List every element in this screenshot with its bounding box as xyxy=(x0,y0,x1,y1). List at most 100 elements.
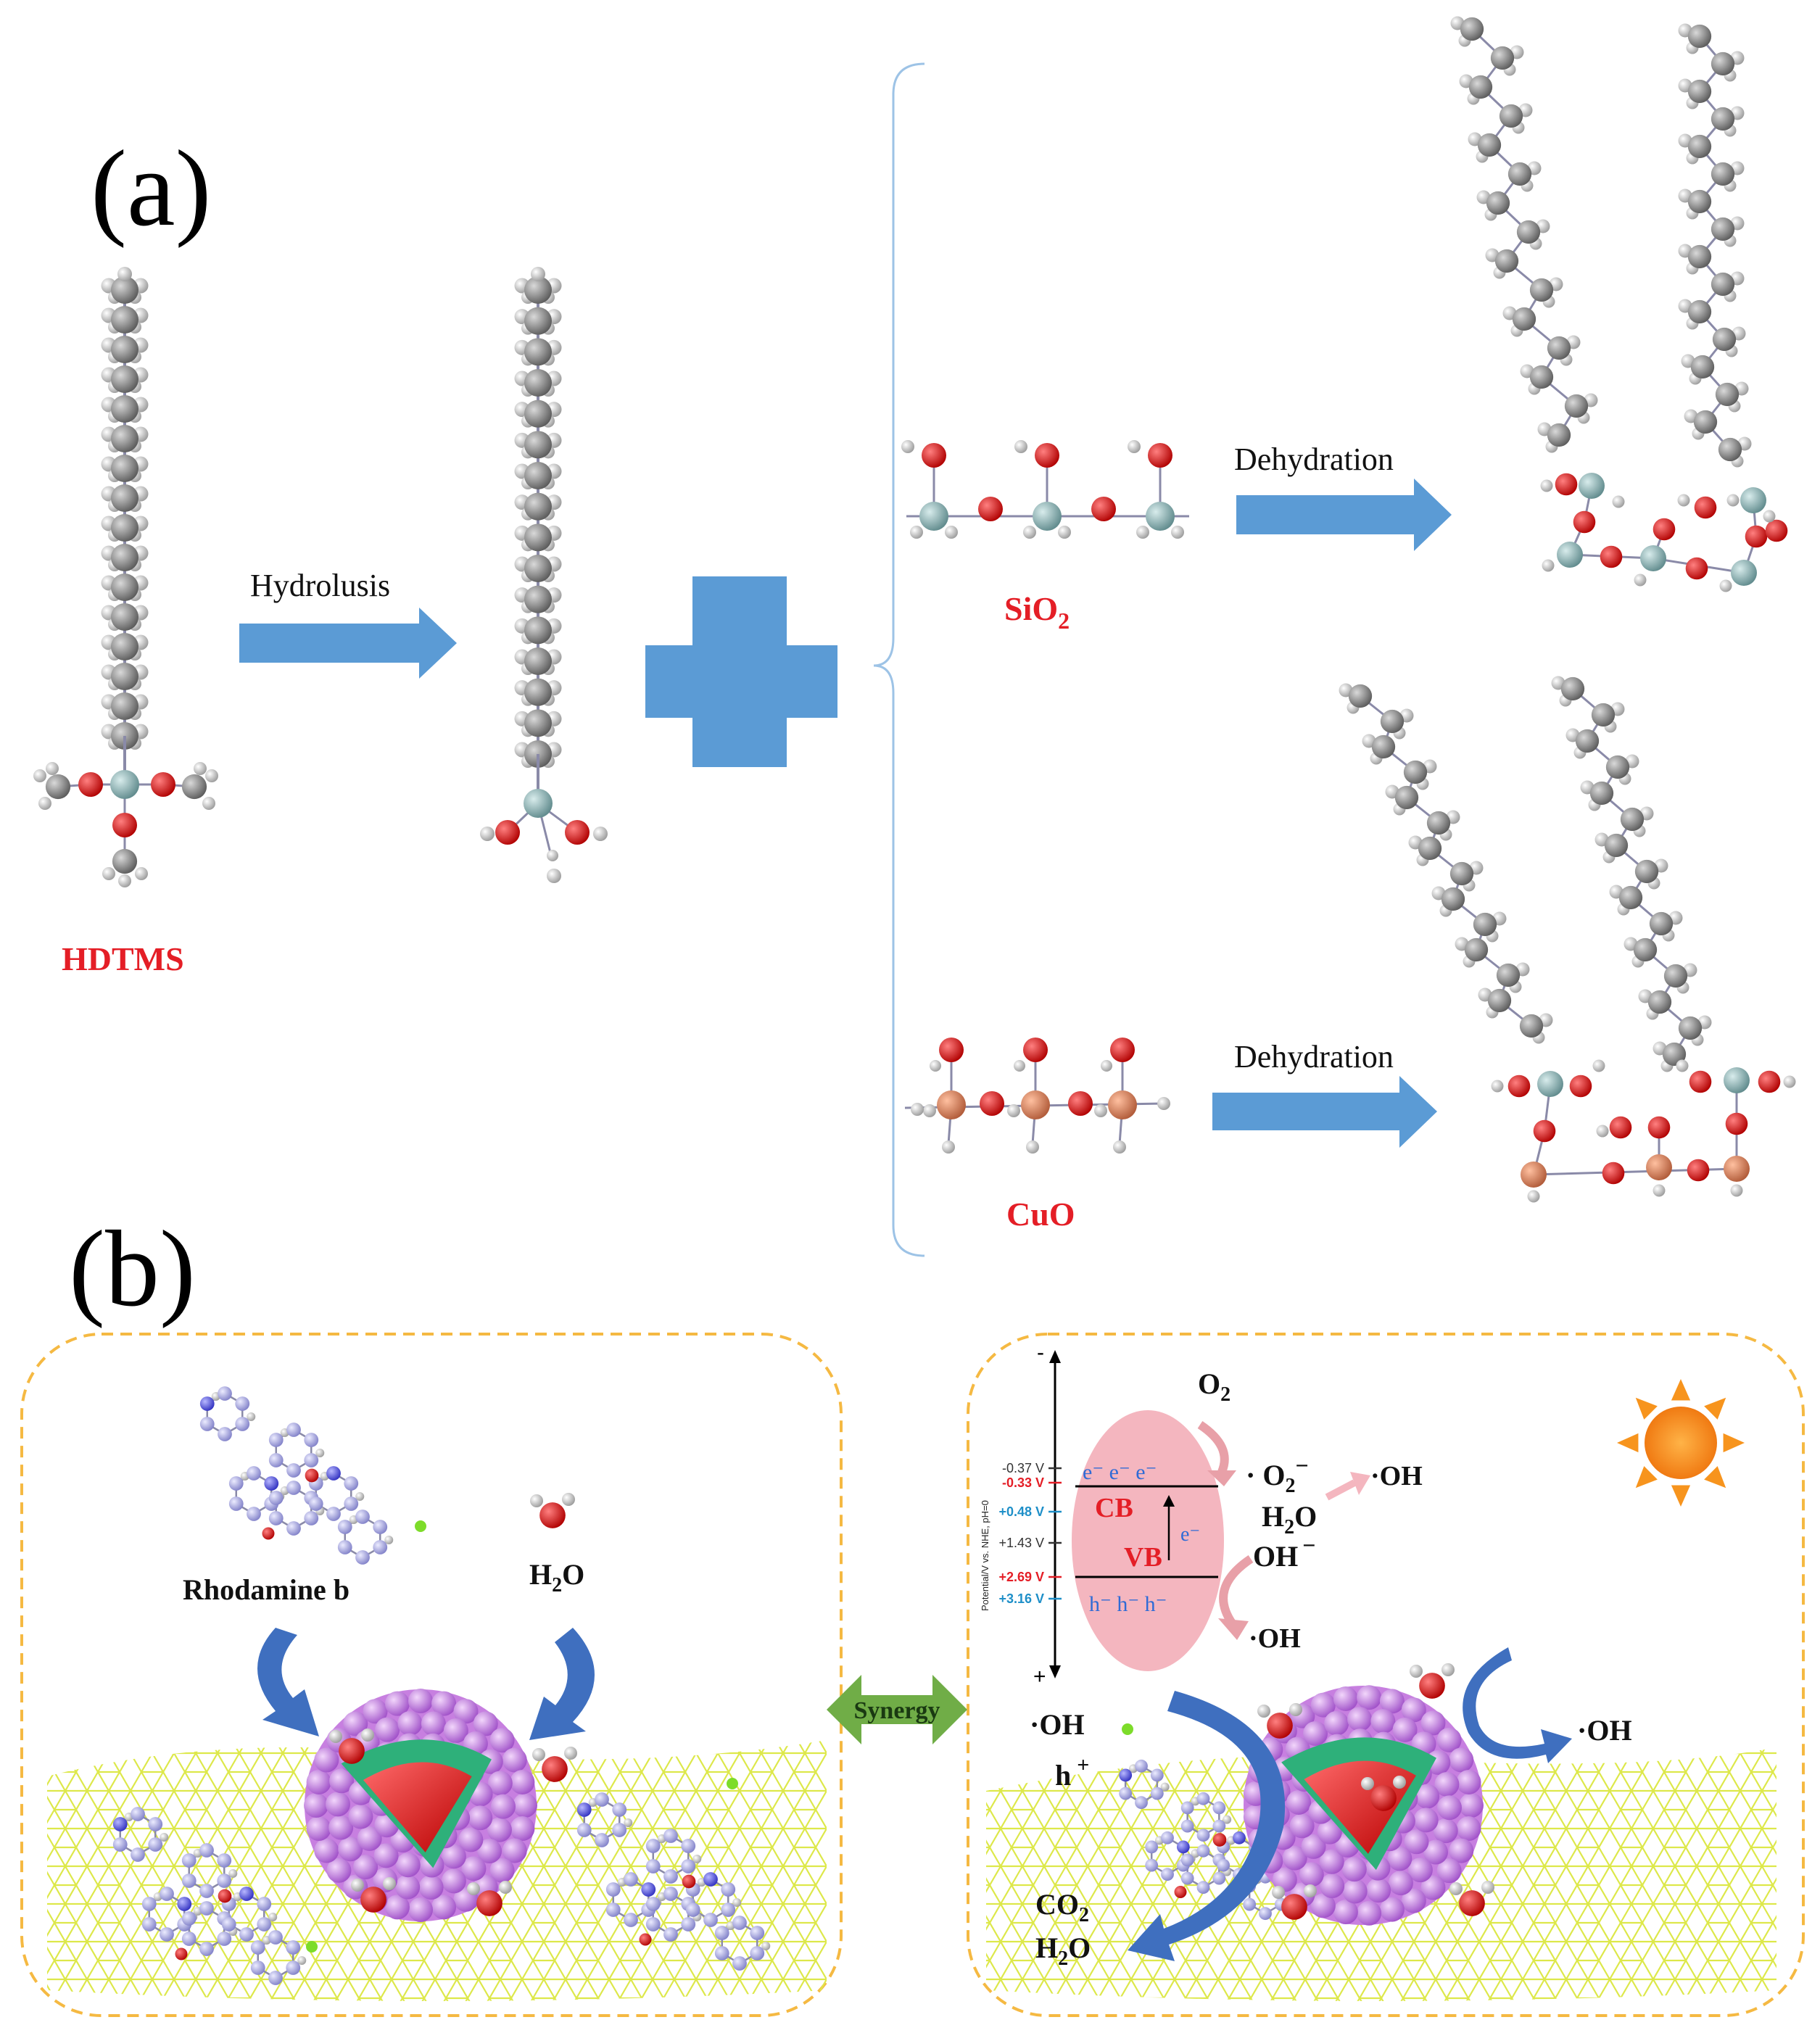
carbon-atom xyxy=(1663,964,1688,988)
carbon-atom xyxy=(111,633,138,661)
sphere-unit xyxy=(487,1771,513,1796)
carbon-atom xyxy=(1647,990,1672,1014)
carbon-atom xyxy=(645,1859,661,1873)
ion-dot xyxy=(727,1778,738,1789)
hydrogen-atom xyxy=(923,1104,936,1117)
carbon-atom xyxy=(199,1843,214,1858)
carbon-atom xyxy=(524,709,552,737)
sphere-unit xyxy=(441,1844,466,1869)
carbon-atom xyxy=(1516,220,1541,244)
hydrolysis-arrow xyxy=(239,608,457,679)
sphere-unit xyxy=(395,1852,421,1878)
hydrogen-atom xyxy=(1171,526,1184,539)
sun-ray xyxy=(1617,1433,1639,1453)
dehydration-label-bottom: Dehydration xyxy=(1234,1039,1394,1075)
hydrogen-atom xyxy=(1289,1703,1302,1716)
carbon-atom xyxy=(663,1927,678,1942)
carbon-atom xyxy=(304,1453,319,1467)
axis-minus-label: - xyxy=(1037,1341,1044,1365)
carbon-atom xyxy=(1449,861,1474,886)
carbon-atom xyxy=(1243,1897,1257,1911)
sphere-unit xyxy=(1289,1813,1315,1839)
dehydration-label-top: Dehydration xyxy=(1234,442,1394,477)
o2-label: O2 xyxy=(1198,1367,1230,1406)
carbon-atom xyxy=(1547,423,1571,447)
hydrogen-atom xyxy=(910,526,923,539)
carbon-atom xyxy=(1212,1801,1226,1815)
carbon-atom xyxy=(1494,249,1519,273)
carbon-atom xyxy=(524,399,552,428)
nitrogen-atom xyxy=(264,1476,279,1491)
sphere-unit xyxy=(395,1874,421,1900)
hydrogen-atom xyxy=(532,1748,545,1761)
carbon-atom xyxy=(111,574,138,601)
carbon-atom xyxy=(45,774,71,800)
hydrogen-atom xyxy=(268,1913,278,1921)
carbon-atom xyxy=(524,431,552,459)
carbon-atom xyxy=(257,1917,272,1931)
carbon-atom xyxy=(344,1496,359,1511)
oxygen-atom xyxy=(360,1887,386,1913)
sphere-unit xyxy=(1449,1838,1474,1863)
carbon-atom xyxy=(524,492,552,521)
carbon-atom xyxy=(1468,75,1493,99)
carbon-atom xyxy=(1496,963,1521,987)
carbon-atom xyxy=(268,1511,284,1525)
carbon-atom xyxy=(524,462,552,489)
sun-ray xyxy=(1723,1433,1745,1453)
carbon-atom xyxy=(111,365,138,393)
sphere-unit xyxy=(1272,1867,1297,1892)
carbon-atom xyxy=(1711,272,1735,297)
carbon-atom xyxy=(681,1917,696,1931)
carbon-atom xyxy=(1519,1014,1544,1038)
sphere-unit xyxy=(1310,1692,1336,1718)
carbon-atom xyxy=(524,338,552,366)
dehydration-arrow-top xyxy=(1236,479,1452,551)
hydrogen-atom xyxy=(593,827,608,841)
synergy-label: Synergy xyxy=(854,1697,940,1724)
carbon-atom xyxy=(181,1931,197,1946)
nitrogen-atom xyxy=(326,1466,341,1481)
sphere-unit xyxy=(1379,1689,1405,1714)
carbon-atom xyxy=(286,1940,301,1955)
carbon-atom xyxy=(1487,988,1512,1013)
hydrogen-atom xyxy=(547,850,558,861)
oxygen-atom xyxy=(539,1502,566,1528)
silicon-atom xyxy=(919,502,948,531)
carbon-atom xyxy=(663,1887,678,1901)
carbon-atom xyxy=(1529,278,1554,302)
carbon-atom xyxy=(1512,307,1536,331)
carbon-atom xyxy=(181,774,207,800)
carbon-atom xyxy=(1486,191,1510,215)
hydrogen-atom xyxy=(945,526,958,539)
sphere-unit xyxy=(1436,1858,1462,1884)
hydroxide-oxidation-arrowhead xyxy=(1218,1618,1249,1640)
carbon-atom xyxy=(111,544,138,571)
sphere-unit xyxy=(1317,1819,1342,1844)
oh-release-arrow xyxy=(1463,1647,1572,1763)
carbon-atom xyxy=(1135,1759,1148,1773)
oxygen-atom xyxy=(1091,497,1116,521)
carbon-atom xyxy=(1145,1858,1159,1872)
sphere-unit xyxy=(1333,1686,1358,1711)
nitrogen-atom xyxy=(1119,1768,1133,1782)
hydrogen-atom xyxy=(160,1833,169,1842)
rhodamine-molecule-top xyxy=(199,1386,394,1565)
sphere-unit xyxy=(510,1769,535,1794)
carbon-atom xyxy=(160,1887,174,1901)
sphere-unit xyxy=(373,1843,399,1868)
oxygen-atom xyxy=(980,1091,1004,1116)
hydrogen-atom xyxy=(1653,1184,1666,1197)
rhodamine-molecule-bottom-left xyxy=(112,1807,307,1985)
carbon-atom xyxy=(1678,1016,1703,1040)
hydrogen-atom xyxy=(202,797,215,810)
oxygen-atom xyxy=(1725,1112,1748,1135)
hydrogen-atom xyxy=(33,769,46,782)
carbon-atom xyxy=(1649,911,1674,936)
hole-label: h+ xyxy=(1055,1753,1089,1792)
copper-atom xyxy=(1021,1090,1050,1119)
carbon-atom xyxy=(1718,437,1742,462)
carbon-atom xyxy=(1217,1858,1230,1872)
oxygen-atom xyxy=(1653,518,1676,541)
carbon-atom xyxy=(286,1960,301,1975)
